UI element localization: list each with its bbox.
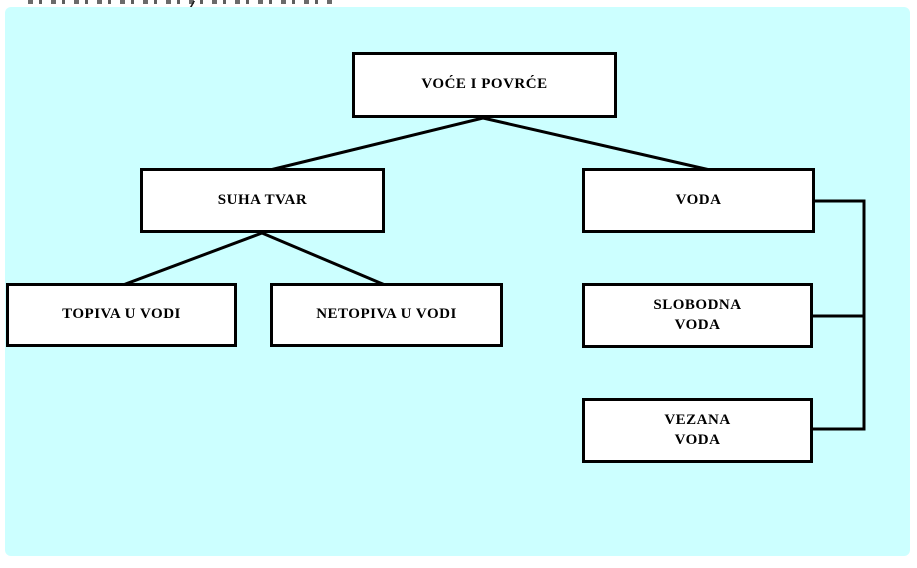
node-slobodna-voda: SLOBODNA VODA [582, 283, 813, 348]
node-voce-i-povrce: VOĆE I POVRĆE [352, 52, 617, 118]
node-netopiva-u-vodi: NETOPIVA U VODI [270, 283, 503, 347]
clipped-text-fragment [28, 0, 336, 4]
edge-suha-tvar-topiva [122, 231, 263, 287]
edge-suha-tvar-netopiva [261, 231, 386, 287]
node-voda: VODA [582, 168, 815, 233]
node-topiva-u-vodi: TOPIVA U VODI [6, 283, 237, 347]
edge-root-suha-tvar [269, 116, 484, 172]
edge-root-voda [482, 116, 711, 172]
node-suha-tvar: SUHA TVAR [140, 168, 385, 233]
node-vezana-voda: VEZANA VODA [582, 398, 813, 463]
